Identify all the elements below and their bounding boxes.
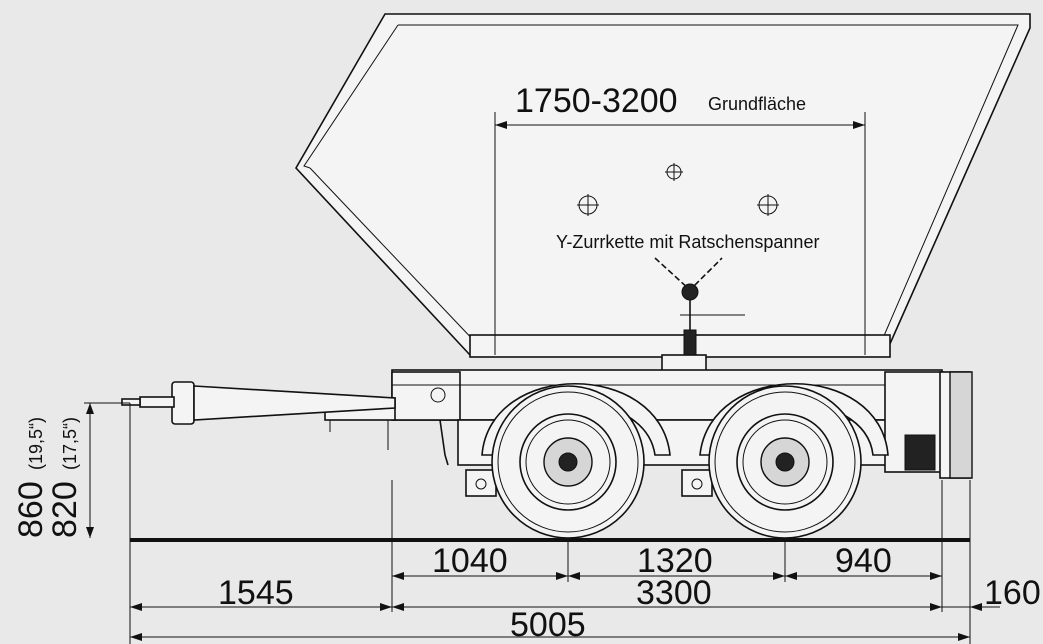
base-area-value: 1750-3200: [515, 82, 678, 120]
base-area-label: Grundfläche: [708, 94, 806, 114]
dim-5005: 5005: [510, 606, 586, 644]
drawbar: [121, 381, 396, 425]
body-hole-left: [577, 194, 599, 216]
dim-1320: 1320: [637, 542, 713, 580]
dim-160: 160: [984, 574, 1041, 612]
ground: [130, 538, 970, 542]
height-860: 860: [12, 481, 50, 538]
wheel-rear: [708, 385, 862, 539]
wheel-front: [491, 385, 645, 539]
base-area-dimension: [494, 112, 866, 355]
dump-body: [295, 13, 1031, 358]
dim-row-1: [392, 572, 942, 580]
chain-note: Y-Zurrkette mit Ratschenspanner: [556, 232, 819, 252]
height-820-inch: (17,5“): [60, 417, 80, 470]
dim-row-3: [130, 633, 970, 641]
height-dimension-lines: [84, 402, 131, 644]
dim-row-2: [130, 603, 1000, 611]
height-820: 820: [46, 481, 84, 538]
dim-1040: 1040: [432, 542, 508, 580]
dim-940: 940: [835, 542, 892, 580]
dim-1545: 1545: [218, 574, 294, 612]
dim-3300: 3300: [636, 574, 712, 612]
body-hole-top: [665, 163, 683, 181]
dimension-extension-lines: [391, 480, 971, 644]
body-hole-right: [757, 194, 779, 216]
height-860-inch: (19,5“): [26, 417, 46, 470]
